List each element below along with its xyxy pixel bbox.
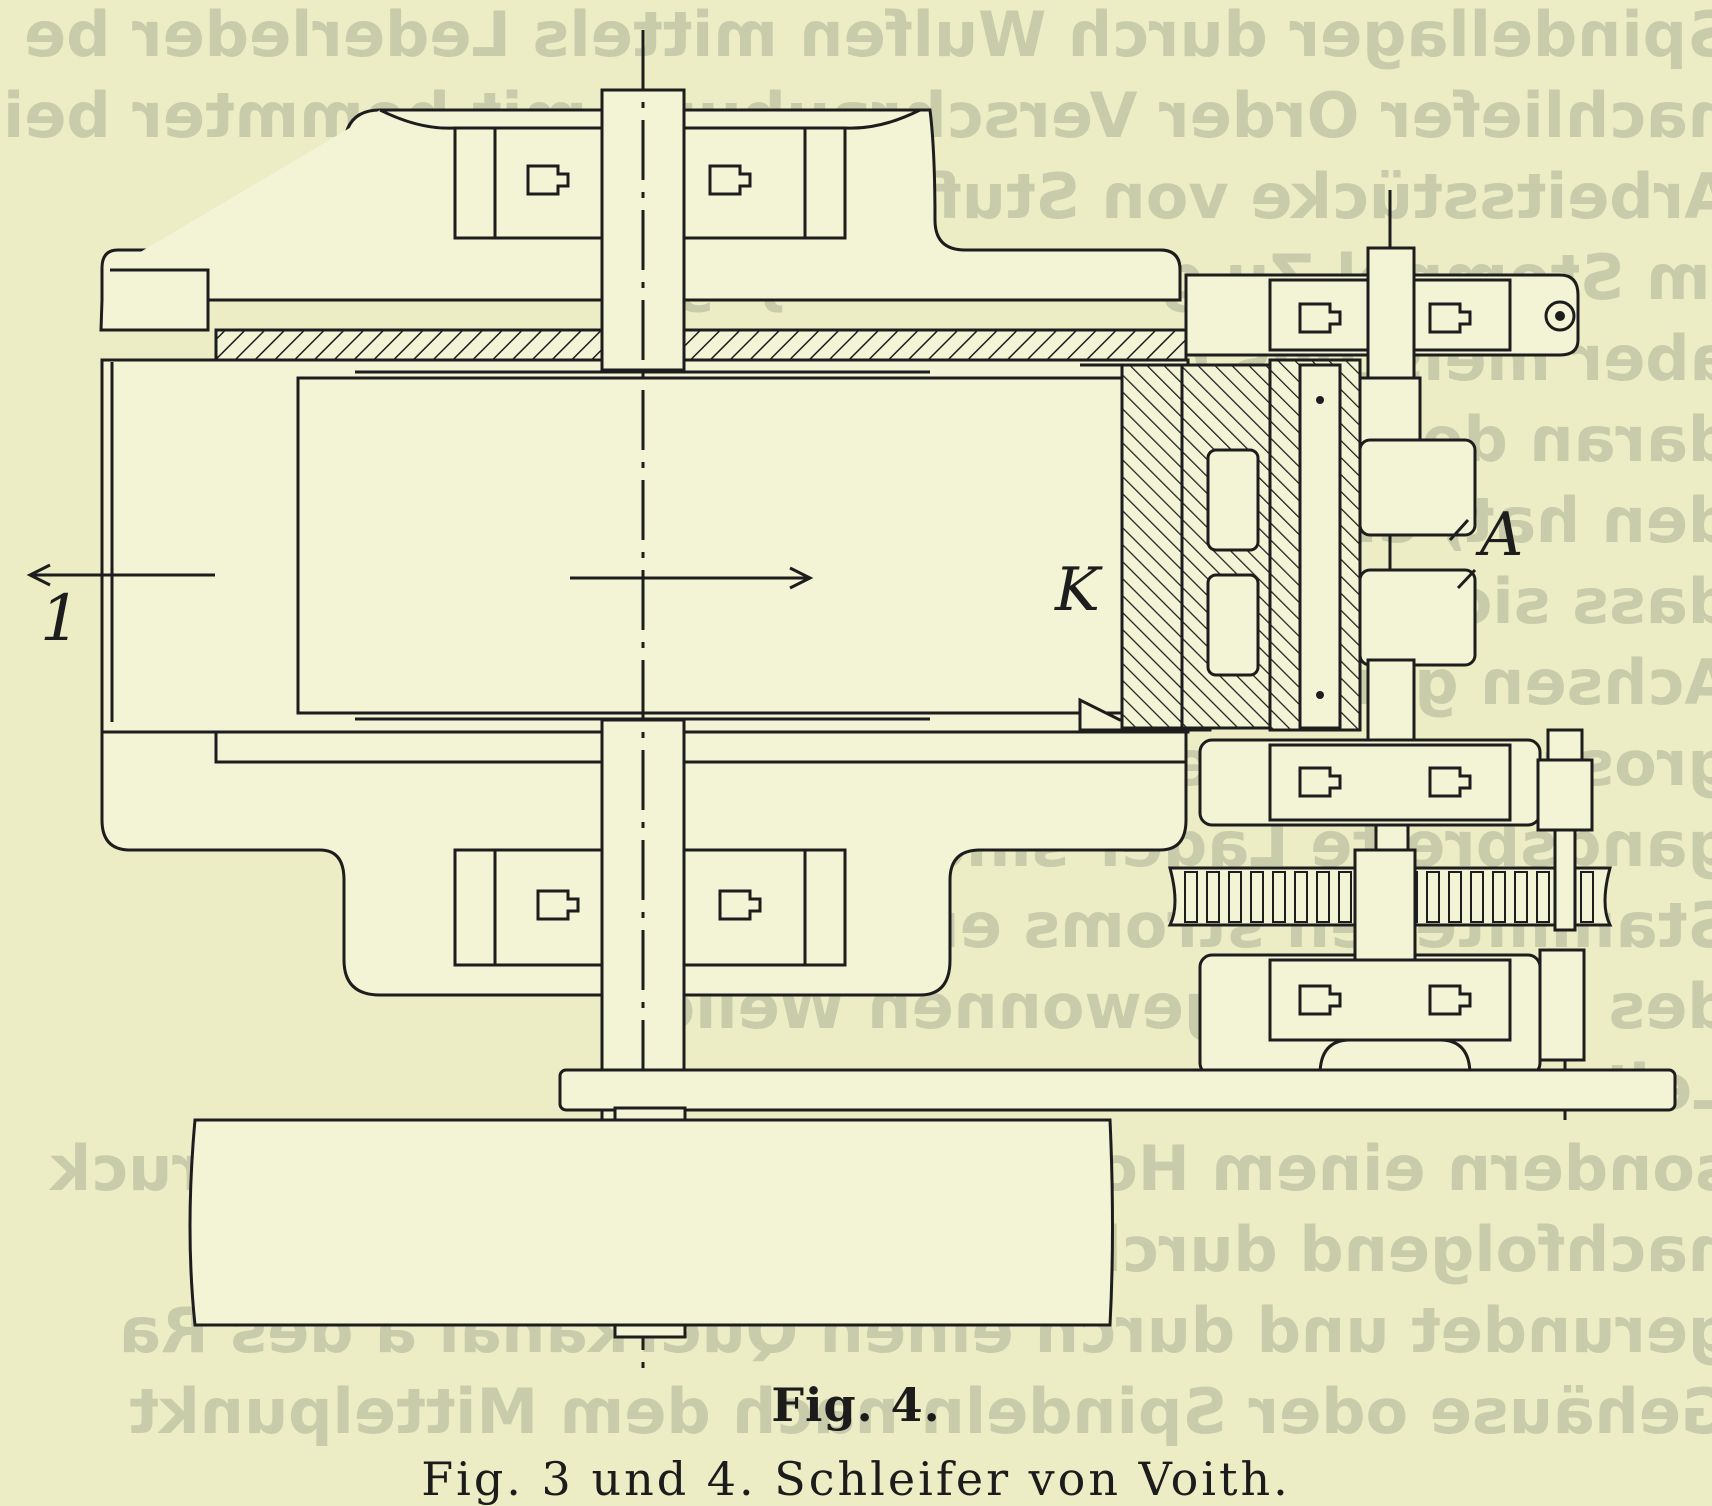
gear-tooth (1470, 871, 1484, 923)
gear-tooth (1580, 871, 1594, 923)
gear-tooth (1184, 871, 1198, 923)
right-lower-bearings (1198, 738, 1542, 1077)
flow-arrows (26, 563, 814, 590)
upper-liner (214, 328, 1188, 364)
drive-pulley (188, 1118, 1114, 1339)
gear-tooth (1448, 871, 1462, 923)
label-k: K (1054, 555, 1103, 625)
gear-tooth (1206, 871, 1220, 923)
gear-tooth (1316, 871, 1330, 923)
feed-housing (1078, 358, 1362, 732)
label-a: A (1475, 500, 1523, 570)
base-plate (558, 1068, 1677, 1112)
figure-caption: Fig. 4. (771, 1378, 941, 1432)
gear-tooth (1514, 871, 1528, 923)
gear-tooth (1294, 871, 1308, 923)
main-shaft (600, 30, 686, 1380)
figure-title-caption: Fig. 3 und 4. Schleifer von Voith. (421, 1452, 1291, 1506)
gear-tooth (1250, 871, 1264, 923)
grinding-chamber (100, 358, 1200, 734)
gear-tooth (1536, 871, 1550, 923)
gear-tooth (1426, 871, 1440, 923)
label-arrow-one: 1 (40, 582, 81, 656)
gear-tooth (1228, 871, 1242, 923)
worm-gear (1167, 848, 1613, 962)
gear-tooth (1492, 871, 1506, 923)
gear-tooth (1338, 871, 1352, 923)
gear-tooth (1272, 871, 1286, 923)
